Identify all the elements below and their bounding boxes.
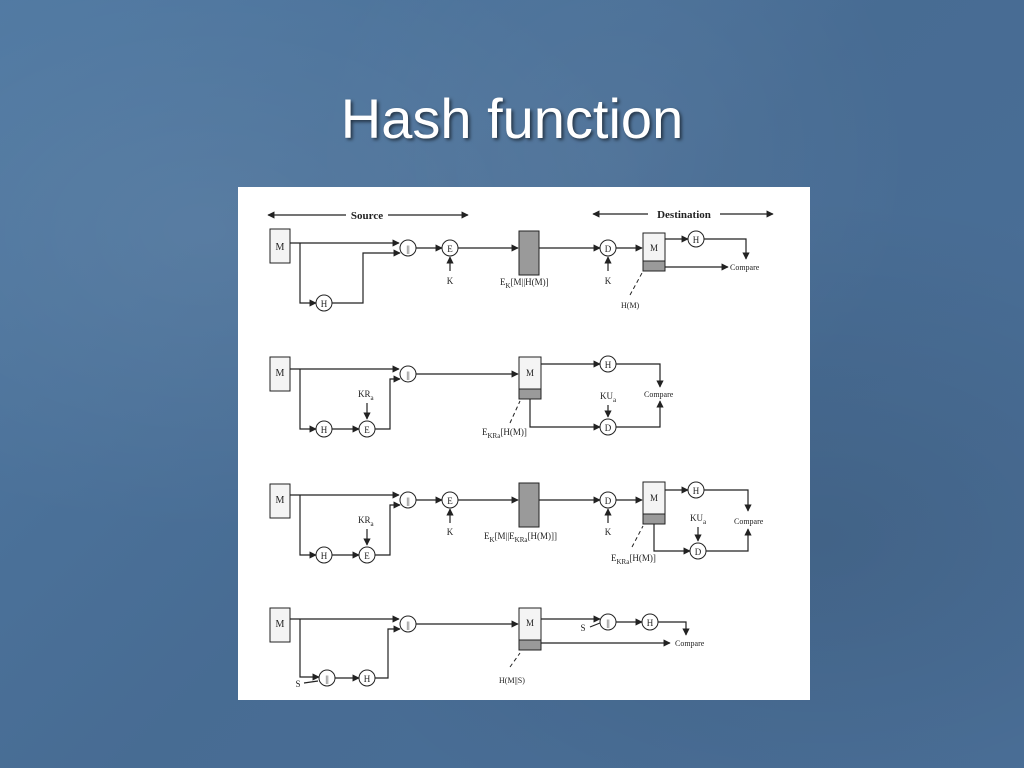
svg-text:H: H	[321, 425, 328, 435]
svg-text:Compare: Compare	[644, 390, 674, 399]
ciphertext-block	[518, 230, 540, 276]
ciphertext-label: EK[M||H(M)]	[500, 277, 549, 290]
destination-label: Destination	[657, 209, 711, 221]
svg-text:M: M	[276, 368, 285, 379]
svg-text:KUa: KUa	[690, 513, 707, 526]
svg-text:M: M	[276, 619, 285, 630]
slide-title: Hash function	[340, 87, 684, 150]
svg-text:EK[M||EKRa[H(M)]]: EK[M||EKRa[H(M)]]	[484, 531, 557, 544]
panel-4: M S || H || M S || H Compare H(M||S)	[269, 607, 705, 689]
svg-text:M: M	[650, 493, 658, 503]
svg-text:H: H	[647, 618, 654, 628]
key-label: K	[447, 276, 454, 286]
svg-text:H: H	[321, 299, 328, 309]
svg-text:D: D	[605, 244, 612, 254]
svg-text:Compare: Compare	[675, 639, 705, 648]
svg-text:||: ||	[606, 618, 610, 628]
svg-text:D: D	[695, 547, 702, 557]
svg-text:H: H	[364, 674, 371, 684]
svg-text:EKRa[H(M)]: EKRa[H(M)]	[611, 553, 656, 566]
svg-text:||: ||	[406, 244, 410, 254]
svg-text:KRa: KRa	[358, 515, 375, 528]
svg-text:E: E	[364, 551, 370, 561]
svg-text:D: D	[605, 496, 612, 506]
svg-text:H: H	[693, 486, 700, 496]
svg-text:KRa: KRa	[358, 389, 375, 402]
header-row: Source Destination	[267, 209, 774, 222]
svg-text:E: E	[364, 425, 370, 435]
svg-text:||: ||	[406, 620, 410, 630]
svg-text:EKRa[H(M)]: EKRa[H(M)]	[482, 427, 527, 440]
svg-text:M: M	[650, 243, 658, 253]
svg-text:K: K	[605, 527, 612, 537]
svg-text:||: ||	[325, 674, 329, 684]
panel-1: M H || E K EK[M||H(M)] D K M H Compare	[269, 228, 760, 312]
svg-text:D: D	[605, 423, 612, 433]
svg-text:||: ||	[406, 370, 410, 380]
panel-2: M H E KRa || M H D KUa Compare EKRa[H(M)…	[269, 355, 674, 440]
svg-text:S: S	[580, 623, 585, 633]
svg-text:H(M||S): H(M||S)	[499, 676, 525, 685]
svg-text:M: M	[526, 368, 534, 378]
compare-label: Compare	[730, 263, 760, 272]
svg-text:KUa: KUa	[600, 391, 617, 404]
hm-label: H(M)	[621, 301, 640, 310]
svg-text:S: S	[295, 679, 300, 689]
svg-text:K: K	[605, 276, 612, 286]
svg-text:H: H	[321, 551, 328, 561]
message-label: M	[276, 242, 285, 253]
svg-text:E: E	[447, 244, 453, 254]
message-box	[269, 228, 291, 264]
hash-function-diagram: Source Destination M H || E K EK[M||H(M)…	[238, 187, 810, 700]
diagram-svg: Source Destination M H || E K EK[M||H(M)…	[267, 209, 774, 689]
svg-text:||: ||	[406, 496, 410, 506]
svg-text:M: M	[526, 618, 534, 628]
svg-text:H: H	[693, 235, 700, 245]
svg-text:H: H	[605, 360, 612, 370]
svg-text:E: E	[447, 496, 453, 506]
panel-3: M H E KRa || E K EK[M||EKRa[H(M)]] D K M	[269, 481, 764, 566]
source-label: Source	[351, 210, 383, 222]
svg-text:Compare: Compare	[734, 517, 764, 526]
svg-text:K: K	[447, 527, 454, 537]
svg-text:M: M	[276, 495, 285, 506]
